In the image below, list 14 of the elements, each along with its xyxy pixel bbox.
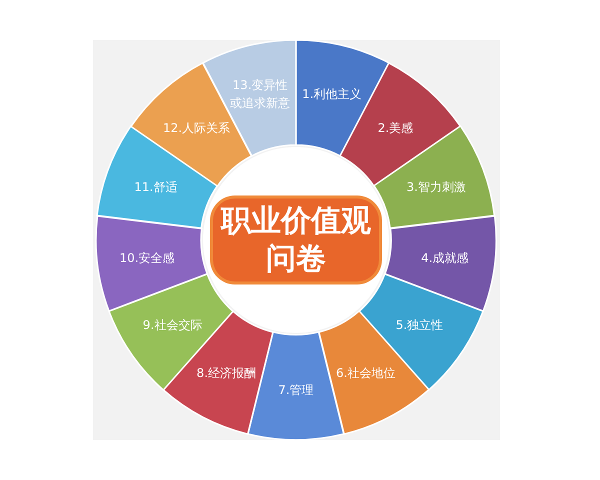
segment-label: 9.社会交际	[142, 317, 202, 334]
segment-label: 7.管理	[278, 382, 314, 399]
segment-label: 8.经济报酬	[196, 364, 256, 382]
segment-label: 5.独立性	[396, 317, 444, 334]
segment-label: 11.舒适	[134, 178, 178, 196]
segment-label: 1.利他主义	[302, 86, 362, 104]
segment-label: 6.社会地位	[336, 364, 396, 382]
segment-label: 10.安全感	[120, 250, 175, 268]
segment-label: 13.变异性或追求新意	[229, 77, 292, 112]
title-banner: 职业价值观问卷	[213, 198, 379, 282]
segment-label: 2.美感	[378, 120, 414, 137]
segment-label: 12.人际关系	[162, 120, 230, 137]
segment-label: 3.智力刺激	[406, 178, 466, 196]
segment-label: 4.成就感	[421, 250, 469, 268]
